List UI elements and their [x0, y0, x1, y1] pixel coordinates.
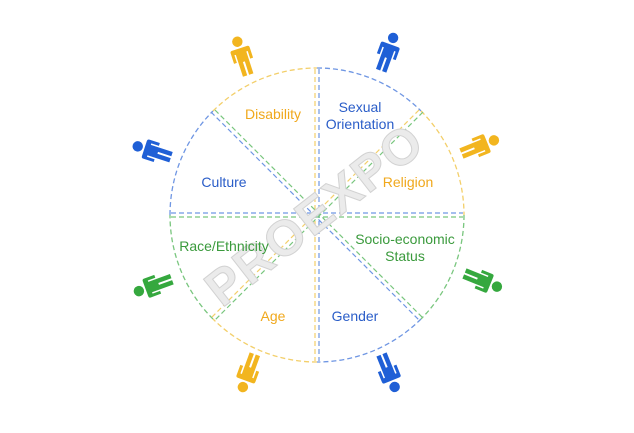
segment-label-religion: Religion: [383, 174, 434, 190]
segment-label-race-ethnicity: Race/Ethnicity: [179, 238, 268, 254]
segment-label-sexual-orientation-line2: Orientation: [326, 116, 394, 132]
person-icon-blue: [372, 350, 406, 396]
person-icon-yellow: [231, 350, 265, 396]
segment-labels: Disability Sexual Orientation Culture Re…: [179, 99, 455, 324]
person-icon-blue: [129, 135, 175, 167]
person-icon-blue: [371, 29, 405, 75]
wheel-dividers: [171, 69, 463, 361]
segment-label-socio-economic-line2: Status: [385, 248, 425, 264]
segment-label-gender: Gender: [332, 308, 379, 324]
person-icon-green: [460, 264, 506, 298]
person-icon-yellow: [226, 33, 258, 79]
person-icon-green: [130, 269, 176, 303]
wheel-outline: [169, 67, 465, 363]
segment-label-sexual-orientation-line1: Sexual: [339, 99, 382, 115]
segment-label-culture: Culture: [201, 174, 246, 190]
segment-label-age: Age: [261, 308, 286, 324]
segment-label-disability: Disability: [245, 106, 301, 122]
person-icon-yellow: [457, 129, 503, 163]
segment-label-socio-economic-line1: Socio-economic: [355, 231, 455, 247]
